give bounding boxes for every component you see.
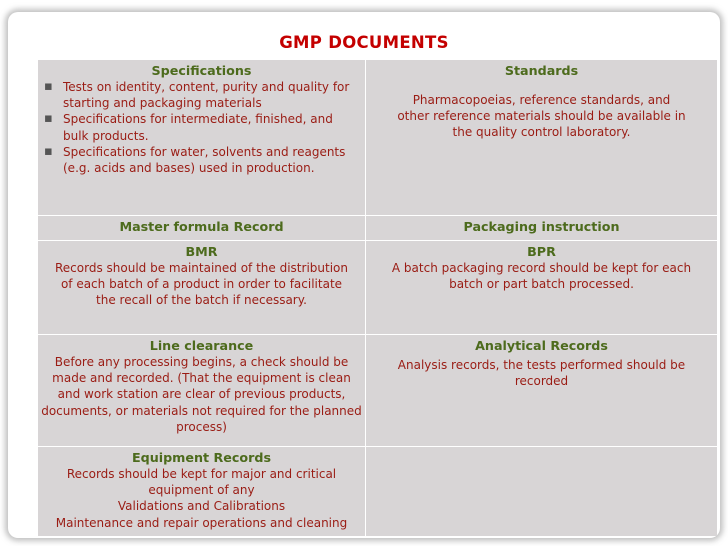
equipment-records-line-3: Maintenance and repair operations and cl… bbox=[55, 515, 348, 530]
table-row: Equipment Records Records should be kept… bbox=[37, 446, 718, 537]
master-formula-heading: Master formula Record bbox=[119, 219, 284, 234]
equipment-records-line-1: Records should be kept for major and cri… bbox=[66, 467, 337, 498]
bpr-cell: BPR A batch packaging record should be k… bbox=[365, 240, 718, 335]
line-clearance-heading: Line clearance bbox=[149, 338, 254, 353]
empty-cell bbox=[365, 446, 718, 537]
bpr-heading: BPR bbox=[527, 244, 556, 259]
analytical-records-text: Analysis records, the tests performed sh… bbox=[397, 358, 686, 389]
gmp-documents-table: Specifications Tests on identity, conten… bbox=[37, 59, 718, 537]
specifications-heading: Specifications bbox=[151, 63, 252, 78]
standards-heading: Standards bbox=[504, 63, 579, 78]
list-item: Specifications for water, solvents and r… bbox=[41, 144, 362, 176]
equipment-records-heading: Equipment Records bbox=[131, 450, 272, 465]
table-row: Line clearance Before any processing beg… bbox=[37, 334, 718, 447]
line-clearance-cell: Line clearance Before any processing beg… bbox=[37, 334, 366, 447]
packaging-instruction-cell: Packaging instruction bbox=[365, 215, 718, 241]
table-row: BMR Records should be maintained of the … bbox=[37, 240, 718, 335]
analytical-records-heading: Analytical Records bbox=[475, 338, 608, 353]
list-item: Specifications for intermediate, finishe… bbox=[41, 111, 362, 143]
specifications-list: Tests on identity, content, purity and q… bbox=[41, 79, 362, 176]
packaging-instruction-heading: Packaging instruction bbox=[463, 219, 620, 234]
equipment-records-line-2: Validations and Calibrations bbox=[117, 499, 286, 514]
bmr-text: Records should be maintained of the dist… bbox=[55, 261, 348, 308]
bpr-text: A batch packaging record should be kept … bbox=[391, 261, 692, 292]
standards-text: Pharmacopoeias, reference standards, and… bbox=[397, 93, 686, 140]
master-formula-cell: Master formula Record bbox=[37, 215, 366, 241]
list-item: Tests on identity, content, purity and q… bbox=[41, 79, 362, 111]
analytical-records-cell: Analytical Records Analysis records, the… bbox=[365, 334, 718, 447]
slide-title: GMP DOCUMENTS bbox=[279, 33, 449, 52]
line-clearance-text: Before any processing begins, a check sh… bbox=[41, 355, 362, 434]
standards-cell: Standards Pharmacopoeias, reference stan… bbox=[365, 59, 718, 216]
equipment-records-cell: Equipment Records Records should be kept… bbox=[37, 446, 366, 537]
table-row: Master formula Record Packaging instruct… bbox=[37, 215, 718, 241]
slide: GMP DOCUMENTS Specifications Tests on id… bbox=[8, 12, 720, 538]
table-row: Specifications Tests on identity, conten… bbox=[37, 59, 718, 216]
specifications-cell: Specifications Tests on identity, conten… bbox=[37, 59, 366, 216]
bmr-heading: BMR bbox=[185, 244, 218, 259]
bmr-cell: BMR Records should be maintained of the … bbox=[37, 240, 366, 335]
